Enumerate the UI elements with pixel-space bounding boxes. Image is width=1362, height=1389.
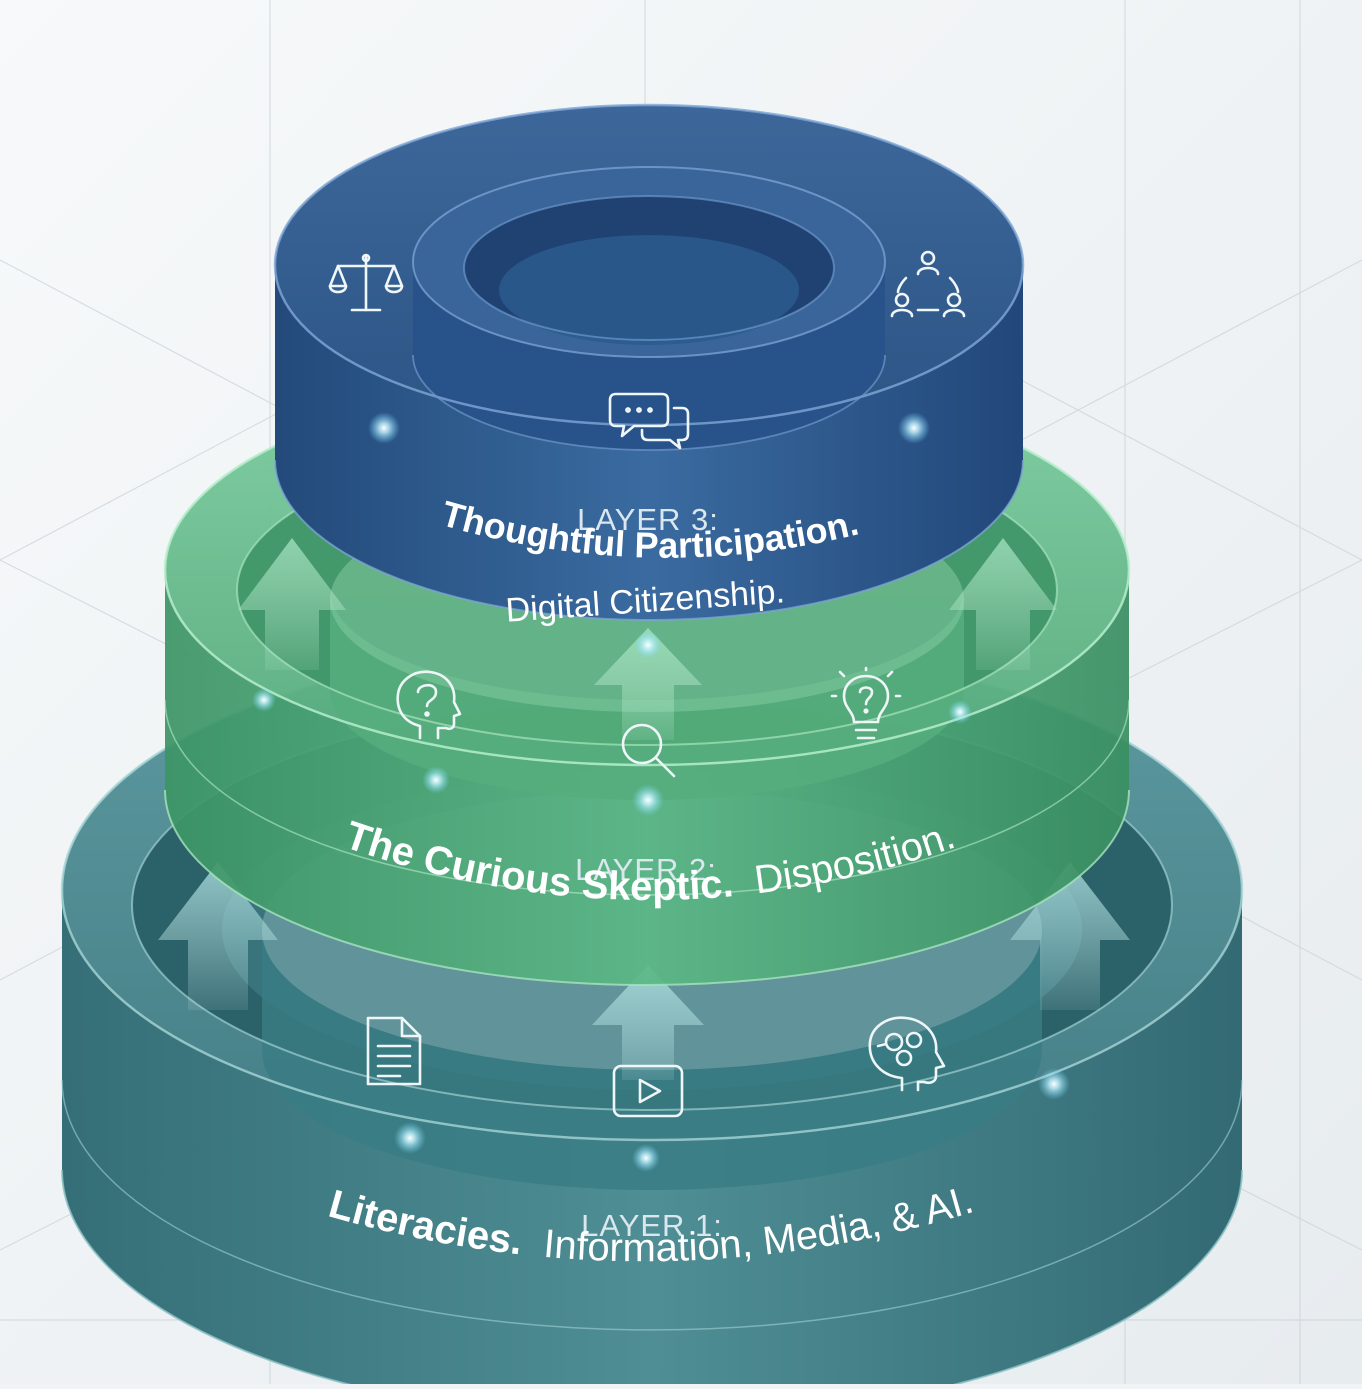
magnifier-icon: [621, 723, 676, 778]
question-head-icon: [396, 670, 462, 740]
lightbulb-question-icon: [830, 666, 902, 740]
video-play-icon: [612, 1064, 684, 1118]
justice-scale-icon: [328, 253, 404, 312]
brain-head-icon: [868, 1016, 946, 1092]
layer-2-arrows: [238, 538, 1057, 740]
sparkle-glows: [252, 412, 1070, 1172]
layer-2-number-label: LAYER 2:: [575, 852, 717, 887]
chat-bubbles-icon: [608, 392, 690, 450]
layer-1-arrows: [158, 862, 1130, 1080]
layer-1-number-label: LAYER 1:: [581, 1208, 723, 1243]
layer-3-number-label: LAYER 3:: [577, 502, 719, 537]
document-icon: [366, 1016, 422, 1086]
community-network-icon: [890, 250, 966, 318]
layer-3-ring: [273, 103, 1025, 621]
